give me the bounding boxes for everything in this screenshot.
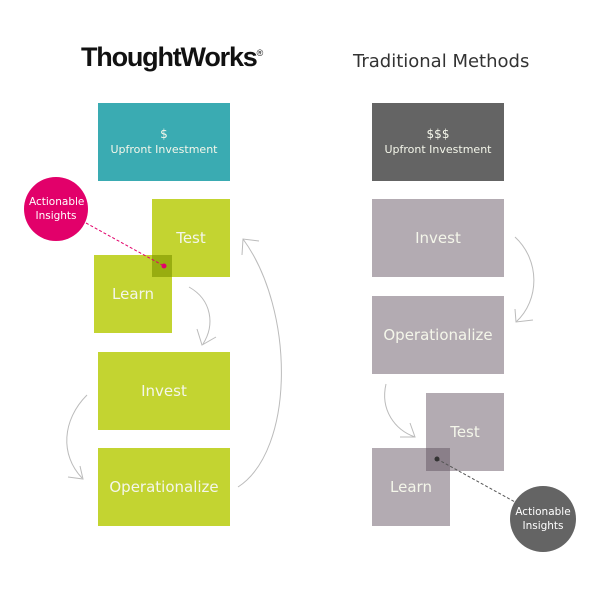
right-invest-label: Invest (415, 229, 461, 247)
arrow-right-operationalize-to-test-head (400, 422, 416, 438)
right-invest-box: Invest (372, 199, 504, 277)
right-test-box: Test (426, 393, 504, 471)
left-insight-label: Actionable Insights (29, 196, 85, 222)
left-insight-connector (85, 222, 165, 267)
right-insight-dot (434, 456, 440, 462)
arrow-right-operationalize-to-test (384, 383, 416, 438)
right-actionable-insights: Actionable Insights (510, 486, 576, 552)
registered-mark: ® (256, 48, 264, 58)
left-actionable-insights: Actionable Insights (24, 177, 88, 241)
right-test-label: Test (450, 423, 480, 441)
left-insight-dot (161, 263, 167, 269)
arrow-learn-to-invest-head (196, 328, 217, 346)
right-insight-label: Actionable Insights (515, 506, 571, 532)
left-learn-box: Learn (94, 255, 172, 333)
left-operationalize-label: Operationalize (109, 478, 219, 496)
arrow-invest-to-operationalize-head (67, 465, 84, 480)
thoughtworks-logo: ThoughtWorks® (81, 42, 264, 73)
right-upfront-label: Upfront Investment (384, 143, 492, 156)
arrow-right-invest-to-operationalize (514, 236, 535, 323)
right-operationalize-box: Operationalize (372, 296, 504, 374)
arrow-learn-to-invest (188, 286, 211, 345)
right-upfront-investment: $$$ Upfront Investment (372, 103, 504, 181)
arrow-operationalize-to-test-head (241, 238, 260, 256)
left-upfront-label: Upfront Investment (110, 143, 218, 156)
arrow-operationalize-to-test (237, 238, 282, 488)
left-operationalize-box: Operationalize (98, 448, 230, 526)
arrow-invest-to-operationalize (66, 394, 88, 479)
traditional-methods-title: Traditional Methods (353, 51, 530, 72)
right-upfront-symbol: $$$ (426, 127, 450, 141)
left-test-label: Test (176, 229, 206, 247)
right-insight-connector (436, 458, 516, 503)
right-learn-label: Learn (390, 478, 432, 496)
left-invest-box: Invest (98, 352, 230, 430)
brand-name: ThoughtWorks (81, 42, 258, 72)
left-learn-label: Learn (112, 285, 154, 303)
left-upfront-investment: $ Upfront Investment (98, 103, 230, 181)
right-operationalize-label: Operationalize (383, 326, 493, 344)
left-invest-label: Invest (141, 382, 187, 400)
arrow-right-invest-to-operationalize-head (514, 308, 534, 323)
left-upfront-symbol: $ (160, 127, 168, 141)
